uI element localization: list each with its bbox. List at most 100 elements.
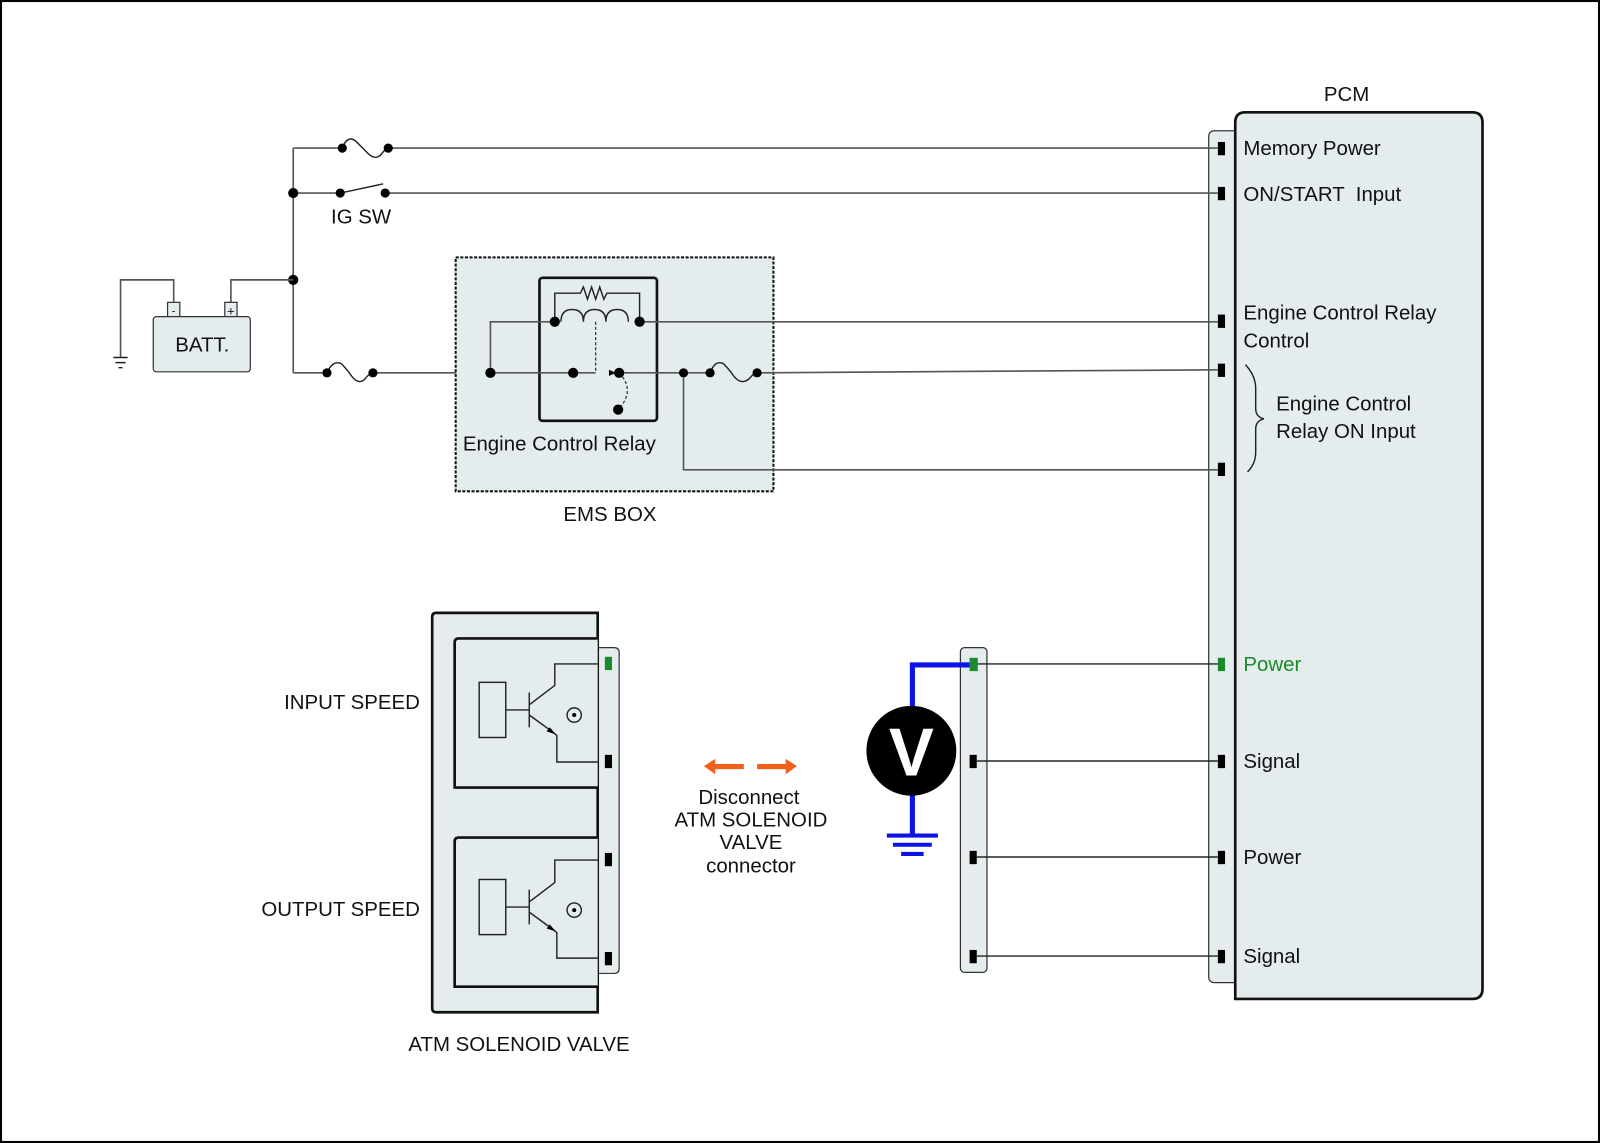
harness-pin-4 <box>969 949 977 964</box>
battery-pos-sign: + <box>227 304 235 319</box>
pcm-pin-power-2 <box>1217 850 1226 865</box>
output-emitter-arrow <box>546 924 556 932</box>
wire-batt-neg <box>119 279 175 358</box>
harness-connector-body <box>959 646 988 974</box>
pcm-label-on-start: ON/START Input <box>1243 184 1401 206</box>
arrow-left-icon <box>703 758 744 775</box>
node <box>380 188 390 198</box>
input-speed-sensor-box <box>453 637 598 789</box>
output-hall-icon <box>566 902 583 918</box>
battery-label: BATT. <box>175 334 229 356</box>
node <box>568 367 579 378</box>
input-speed-label: INPUT SPEED <box>284 692 420 714</box>
battery: - + BATT. <box>152 301 251 373</box>
pcm-pin-signal-2 <box>1217 949 1226 964</box>
fuse-memory-icon <box>341 138 389 159</box>
disconnect-instruction: Disconnect ATM SOLENOID VALVE connector <box>675 758 828 877</box>
ems-box: EMS BOX Engine Control Relay <box>454 256 1218 526</box>
node <box>614 367 625 378</box>
atm-solenoid-valve: INPUT SPEED OUTPUT SPEED ATM SOLENOID VA… <box>261 611 630 1056</box>
node <box>335 188 345 198</box>
node <box>705 368 715 378</box>
pcm-title: PCM <box>1324 84 1369 106</box>
harness-pin-2 <box>969 754 977 769</box>
pcm-pin-signal-1 <box>1217 754 1226 769</box>
input-transistor-icon <box>505 663 598 763</box>
arrow-right-icon <box>757 758 797 775</box>
node <box>634 316 645 327</box>
atm-connector-housing <box>596 646 620 975</box>
atm-pin-2 <box>604 754 613 769</box>
relay-coil-icon <box>560 308 630 322</box>
node <box>383 143 393 153</box>
pcm-pin-ecr-on-2 <box>1217 462 1226 476</box>
output-speed-label: OUTPUT SPEED <box>261 899 420 921</box>
pcm-label-memory-power: Memory Power <box>1243 138 1381 160</box>
pcm-label-ecr-on-1: Engine Control <box>1276 394 1411 416</box>
wire-batt-pos <box>230 279 294 303</box>
instruction-line-3: VALVE <box>720 832 783 854</box>
ig-switch-icon <box>340 183 384 194</box>
node <box>368 368 378 378</box>
probe-lead-positive <box>909 662 970 716</box>
pcm-pin-ecr-control <box>1217 314 1226 328</box>
node <box>613 404 624 415</box>
voltmeter-icon <box>866 705 957 796</box>
probe-ground-icon <box>886 833 938 856</box>
pcm-pin-memory-power <box>1217 141 1226 156</box>
pcm-pin-power-1 <box>1217 657 1226 672</box>
pcm-module: PCM Memory Power ON/START Input Engine C… <box>1208 84 1484 1001</box>
output-hall-dot <box>572 908 577 913</box>
output-speed-sensor-box <box>453 836 598 989</box>
relay-body <box>538 276 659 423</box>
pcm-body <box>1233 111 1484 1001</box>
brace-icon <box>1244 364 1265 473</box>
pcm-label-ecr-control-1: Engine Control Relay <box>1243 303 1437 325</box>
atm-pin-1 <box>604 656 613 671</box>
pcm-label-ecr-control-2: Control <box>1243 330 1309 352</box>
atm-pin-3 <box>604 852 613 867</box>
pcm-label-power-2: Power <box>1243 847 1301 869</box>
pcm-label-power-1: Power <box>1243 654 1301 676</box>
pcm-label-ecr-on-2: Relay ON Input <box>1276 421 1416 443</box>
relay-label: Engine Control Relay <box>463 433 657 455</box>
harness-pin-3 <box>969 850 977 865</box>
fuse-pcm-icon <box>709 361 758 383</box>
ems-box-label: EMS BOX <box>563 504 656 526</box>
input-hall-dot <box>572 712 577 718</box>
pcm-label-signal-2: Signal <box>1243 946 1300 968</box>
node <box>678 368 689 378</box>
node <box>752 368 762 378</box>
wire-ecr-on-2 <box>682 372 1218 471</box>
instruction-line-2: ATM SOLENOID <box>675 809 828 831</box>
pcm-pin-ecr-on-1 <box>1217 363 1226 377</box>
output-transistor-icon <box>505 859 598 959</box>
voltmeter-symbol: V <box>889 715 934 790</box>
atm-solenoid-label: ATM SOLENOID VALVE <box>408 1034 629 1056</box>
instruction-line-4: connector <box>706 855 796 877</box>
relay-resistor-icon <box>554 284 641 322</box>
wire-relay-coil-feed <box>489 320 555 373</box>
input-hall-icon <box>566 707 583 723</box>
atm-pin-4 <box>604 951 613 966</box>
fuse-ems-icon <box>326 361 373 383</box>
input-emitter-arrow <box>546 727 556 735</box>
power-feed: IG SW <box>113 138 1218 383</box>
ig-switch-label: IG SW <box>331 207 392 229</box>
pcm-label-signal-1: Signal <box>1243 751 1300 773</box>
battery-neg-sign: - <box>172 306 176 318</box>
relay-arrow-icon <box>608 369 617 376</box>
wire-ecr-on-1 <box>757 368 1218 374</box>
node <box>288 187 299 199</box>
pcm-pin-on-start <box>1217 186 1226 201</box>
battery-body <box>152 316 251 373</box>
node <box>337 143 347 153</box>
instruction-line-1: Disconnect <box>698 787 799 809</box>
voltmeter: V <box>866 662 970 856</box>
node <box>322 368 332 378</box>
harness-pin-1 <box>969 657 978 672</box>
ground-icon <box>113 356 128 369</box>
node <box>549 316 560 327</box>
node <box>485 367 496 378</box>
